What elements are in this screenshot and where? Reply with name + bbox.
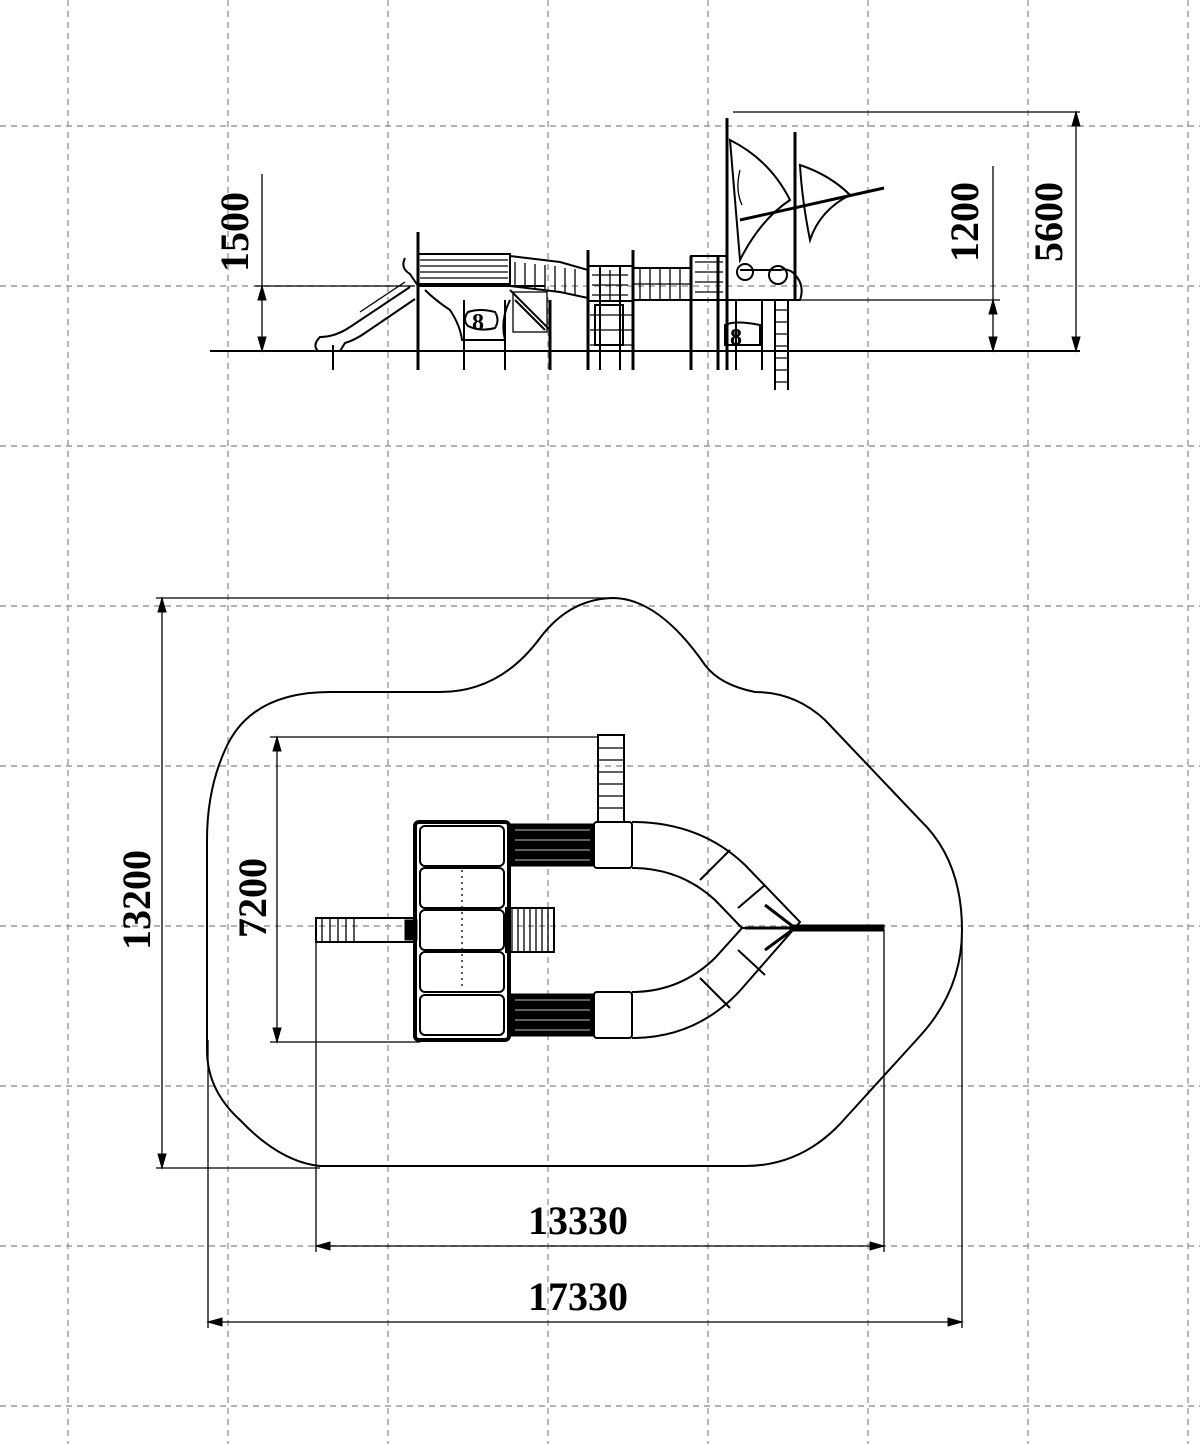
plan-bridges [509,823,595,1037]
plan-view: 13200 7200 13330 17330 [114,596,964,1328]
dimension-label-1200: 1200 [942,182,987,262]
svg-text:8: 8 [730,325,742,351]
svg-text:8: 8 [472,310,484,336]
plan-main-deck [315,820,555,1042]
dimension-13200: 13200 [114,596,615,1170]
dimension-label-7200: 7200 [230,858,275,938]
dimension-13330: 13330 [314,930,886,1252]
elevation-slide [314,281,416,370]
dimension-label-5600: 5600 [1026,182,1071,262]
elevation-ship-bow: 8 [689,118,885,390]
dimension-label-13200: 13200 [114,850,159,950]
dimension-1500: 1500 [212,174,415,353]
side-elevation-view: 8 [210,110,1081,390]
safety-zone-outline [206,596,964,1167]
plan-ship-bow [593,734,885,1039]
dimension-7200: 7200 [230,735,598,1044]
dimension-label-1500: 1500 [212,192,257,272]
elevation-tower-1: 8 [402,232,552,370]
dimension-1200: 1200 [800,166,1000,353]
dimension-label-17330: 17330 [528,1274,628,1319]
dimension-17330: 17330 [206,935,964,1328]
dimension-5600: 5600 [733,110,1081,353]
elevation-bridge-2 [632,267,692,301]
dimension-label-13330: 13330 [528,1198,628,1243]
